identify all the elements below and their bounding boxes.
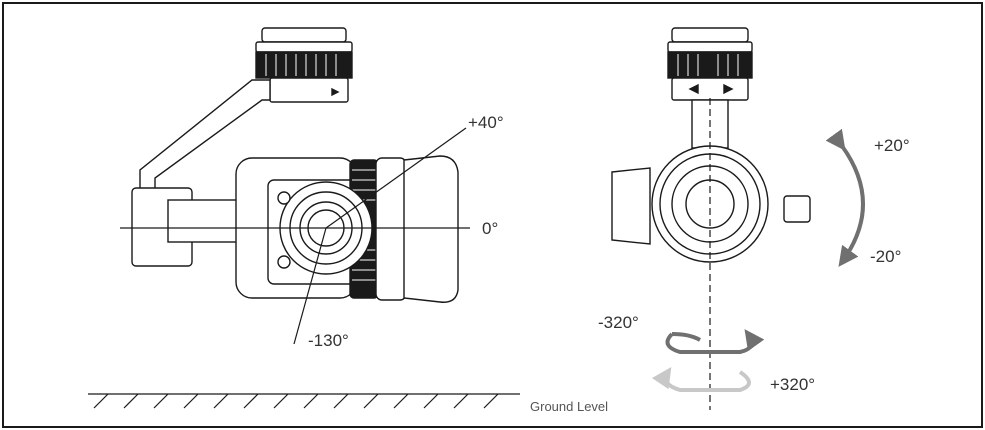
pitch-up-label: +40°: [468, 113, 504, 132]
pitch-reference-lines: [120, 127, 470, 345]
yaw-arrow-light: [651, 367, 751, 392]
roll-positive-label: +20°: [874, 136, 910, 155]
ground-level-label: Ground Level: [530, 399, 608, 414]
yaw-negative-label: -320°: [598, 313, 639, 332]
camera-side-view: [131, 27, 459, 303]
ground-line: [88, 393, 520, 409]
pitch-down-label: -130°: [308, 331, 349, 350]
yaw-arrow-dark: [665, 329, 765, 354]
camera-front-view: [611, 27, 811, 263]
roll-negative-label: -20°: [870, 247, 901, 266]
yaw-positive-label: +320°: [770, 375, 815, 394]
pitch-zero-label: 0°: [482, 219, 498, 238]
roll-arrow: [825, 128, 865, 267]
